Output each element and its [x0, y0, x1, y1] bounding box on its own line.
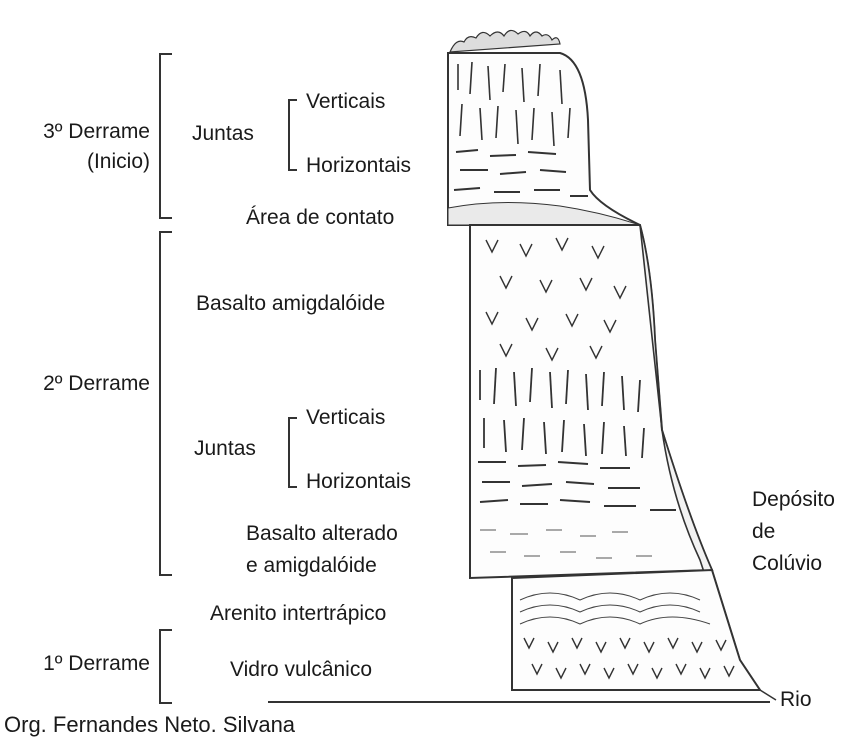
first-flow-layer: [512, 570, 760, 690]
sandstone-label: Arenito intertrápico: [210, 602, 386, 626]
verticais-mid-label: Verticais: [306, 406, 385, 430]
bracket-juntas-mid: [289, 418, 297, 487]
second-flow-name: 2º Derrame: [0, 372, 150, 396]
first-flow-name: 1º Derrame: [0, 652, 150, 676]
juntas-top-label: Juntas: [192, 122, 254, 146]
credit-line: Org. Fernandes Neto. Silvana: [4, 712, 295, 738]
horizontais-top-label: Horizontais: [306, 154, 411, 178]
altered-basalt-label-1: Basalto alterado: [246, 522, 398, 546]
colluvium-label-2: de: [752, 520, 775, 544]
second-flow-layer: [470, 225, 712, 578]
amygdaloid-basalt-label: Basalto amigdalóide: [196, 292, 385, 316]
altered-basalt-label-2: e amigdalóide: [246, 554, 377, 578]
vegetation: [450, 30, 560, 52]
bracket-juntas-top: [289, 100, 297, 170]
bracket-second-flow: [160, 232, 172, 575]
third-flow-sub: (Inicio): [0, 150, 150, 174]
volcanic-glass-label: Vidro vulcânico: [230, 658, 372, 682]
horizontais-mid-label: Horizontais: [306, 470, 411, 494]
bracket-third-flow: [160, 54, 172, 218]
third-flow-name: 3º Derrame: [0, 120, 150, 144]
river-label: Rio: [780, 688, 812, 712]
third-flow-layer: [448, 30, 640, 225]
colluvium-label-1: Depósito: [752, 488, 835, 512]
verticais-top-label: Verticais: [306, 90, 385, 114]
river-pointer: [760, 690, 776, 700]
colluvium-label-3: Colúvio: [752, 552, 822, 576]
bracket-first-flow: [160, 630, 172, 703]
juntas-mid-label: Juntas: [194, 437, 256, 461]
contact-area-label: Área de contato: [246, 206, 394, 230]
